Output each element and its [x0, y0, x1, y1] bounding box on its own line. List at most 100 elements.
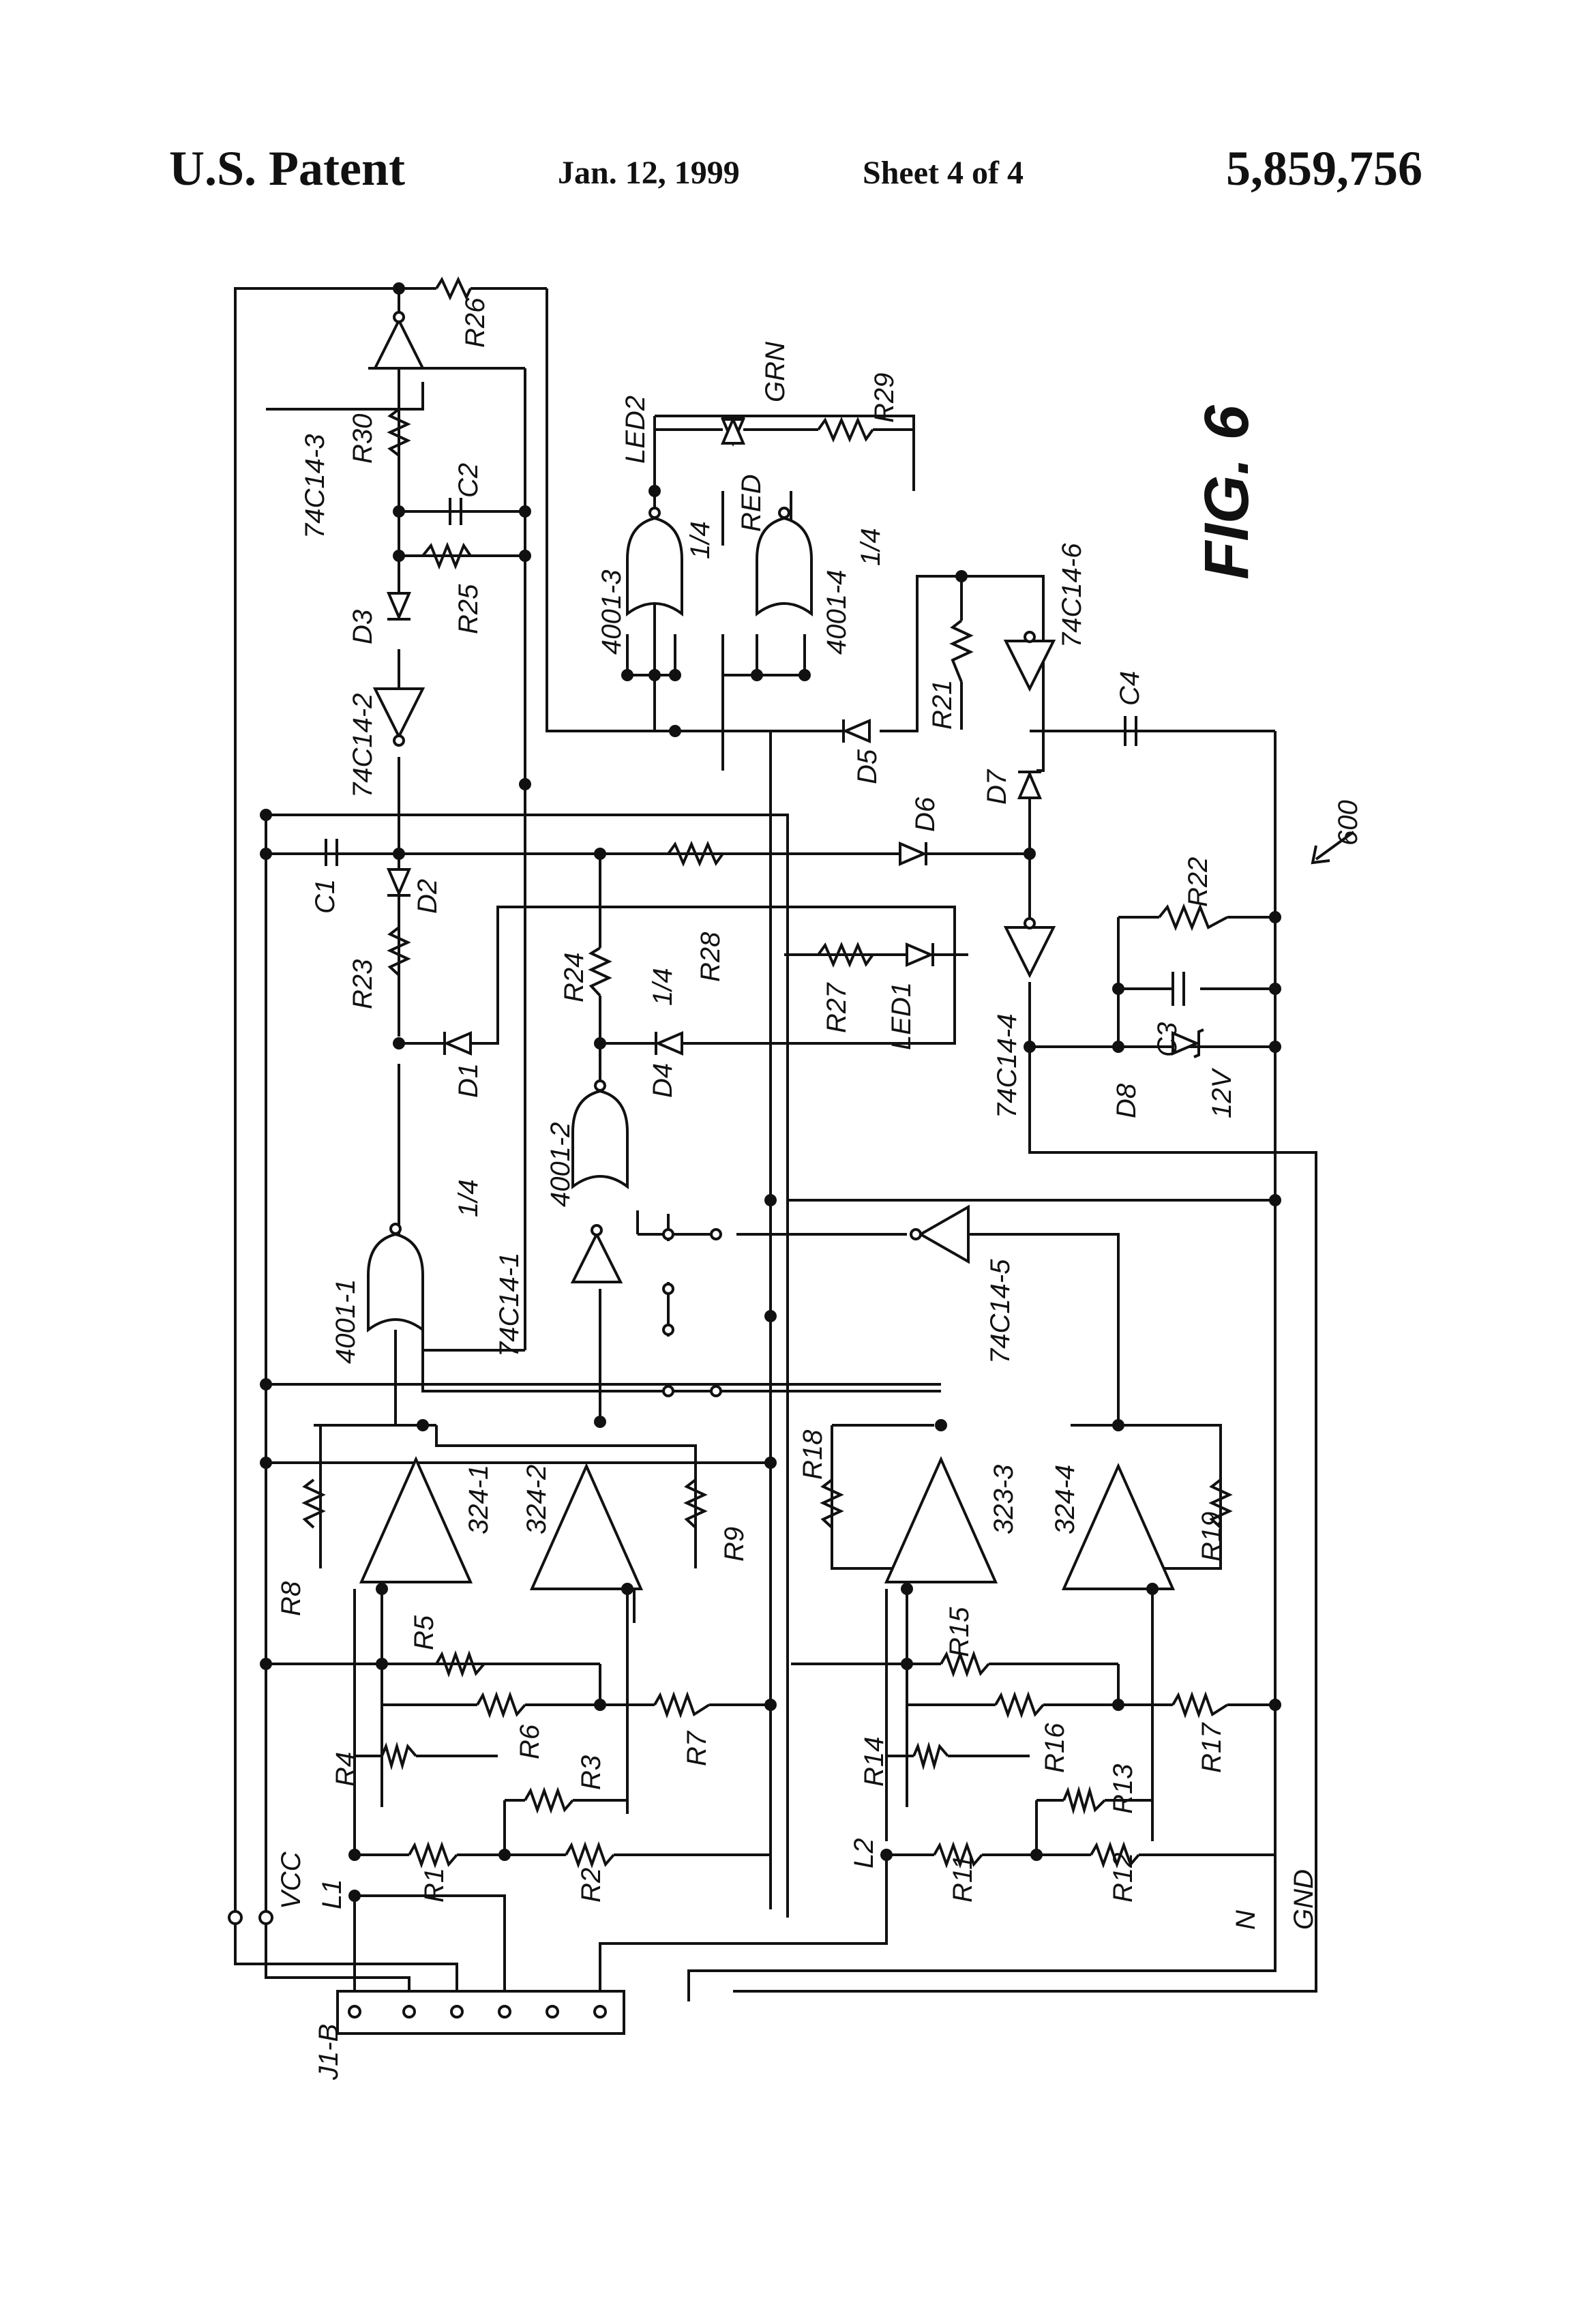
label-q2: 1/4 — [648, 968, 678, 1006]
label-d1: D1 — [453, 1063, 483, 1098]
label-j1-b: J1-B — [314, 2024, 344, 2081]
label-led1: LED1 — [886, 982, 916, 1050]
label-gnd: GND — [1289, 1869, 1319, 1930]
opamp-323-3 — [886, 1459, 996, 1582]
buffer-74c14-3 — [375, 312, 423, 368]
buffer-74c14-5 — [911, 1207, 968, 1262]
resistor-r7 — [655, 1695, 709, 1714]
label-r1: R1 — [419, 1868, 449, 1903]
label-324-4: 324-4 — [1050, 1465, 1080, 1534]
led2-diode — [721, 417, 745, 443]
label-r17: R17 — [1197, 1722, 1227, 1773]
buffer-74c14-4 — [1006, 919, 1054, 975]
capacitors — [326, 498, 1184, 1006]
label-324-1: 324-1 — [464, 1465, 494, 1534]
label-led2: LED2 — [621, 396, 651, 464]
label-r11: R11 — [948, 1855, 978, 1903]
diode-d3 — [387, 593, 411, 619]
connector-j1-b — [338, 1991, 624, 2034]
label-d6: D6 — [910, 796, 940, 832]
label-l1: L1 — [317, 1879, 347, 1910]
buffer-74c14-1 — [573, 1225, 621, 1282]
resistor-r16 — [996, 1695, 1043, 1714]
label-c4: C4 — [1115, 671, 1145, 706]
label-d2: D2 — [413, 879, 443, 914]
label-323-3: 323-3 — [989, 1465, 1019, 1534]
label-74c14-4: 74C14-4 — [992, 1014, 1022, 1118]
resistor-r1 — [409, 1845, 457, 1864]
label-r23: R23 — [348, 959, 378, 1009]
diode-d2 — [387, 869, 411, 895]
capacitor-c2 — [399, 498, 525, 525]
resistor-r13 — [1064, 1791, 1105, 1810]
label-r12: R12 — [1108, 1853, 1138, 1903]
resistor-r17 — [1173, 1695, 1227, 1714]
label-n: N — [1231, 1910, 1261, 1930]
resistor-r4 — [382, 1746, 416, 1766]
label-red: RED — [736, 475, 766, 532]
label-r14: R14 — [859, 1737, 889, 1787]
diode-d5 — [844, 719, 869, 743]
label-ref-600: 600 — [1333, 800, 1363, 846]
diode-d1 — [399, 1032, 471, 1055]
label-q1: 1/4 — [453, 1179, 483, 1217]
resistor-r2 — [566, 1845, 614, 1864]
diode-d6 — [900, 842, 1030, 865]
label-4001-3: 4001-3 — [597, 569, 627, 655]
resistor-r14 — [914, 1746, 948, 1766]
label-r27: R27 — [822, 982, 852, 1033]
led1-diode — [907, 943, 933, 966]
label-r2: R2 — [576, 1868, 606, 1903]
label-r19: R19 — [1197, 1512, 1227, 1562]
diode-d7 — [1018, 772, 1041, 798]
label-r3: R3 — [576, 1755, 606, 1790]
label-r7: R7 — [682, 1730, 712, 1766]
resistor-r24 — [591, 948, 609, 996]
switch-contacts — [229, 1230, 721, 1924]
label-r29: R29 — [869, 373, 899, 423]
label-r21: R21 — [927, 680, 957, 730]
buffer-74c14-6 — [1006, 632, 1054, 689]
label-r22: R22 — [1183, 857, 1213, 907]
label-l2: L2 — [849, 1838, 879, 1869]
nor-4001-2 — [573, 1081, 627, 1187]
resistor-r29 — [818, 420, 873, 439]
opamp-324-1 — [361, 1459, 471, 1582]
resistors — [305, 280, 1229, 1864]
label-r25: R25 — [453, 584, 483, 634]
opamp-324-4 — [1064, 1466, 1173, 1589]
label-d8: D8 — [1111, 1083, 1141, 1118]
resistor-r26 — [436, 280, 471, 297]
label-r18: R18 — [798, 1429, 828, 1480]
label-74c14-5: 74C14-5 — [985, 1259, 1015, 1364]
label-r24: R24 — [559, 953, 589, 1002]
label-r26: R26 — [460, 297, 490, 348]
label-d5: D5 — [852, 749, 882, 784]
label-c2: C2 — [453, 463, 483, 498]
figure-label: FIG. 6 — [1192, 405, 1262, 580]
label-r4: R4 — [331, 1752, 361, 1787]
label-r6: R6 — [515, 1724, 545, 1759]
label-12v: 12V — [1207, 1068, 1237, 1118]
label-r13: R13 — [1108, 1764, 1138, 1814]
diode-d4 — [656, 1032, 682, 1055]
label-q4: 1/4 — [856, 528, 886, 566]
nor-4001-3 — [627, 508, 682, 614]
label-vcc: VCC — [276, 1851, 306, 1909]
label-d7: D7 — [982, 769, 1012, 805]
buffer-74c14-2 — [375, 689, 423, 745]
resistor-r6 — [477, 1695, 525, 1714]
label-74c14-2: 74C14-2 — [348, 694, 378, 798]
label-r15: R15 — [944, 1607, 974, 1657]
label-74c14-6: 74C14-6 — [1057, 543, 1087, 648]
label-c1: C1 — [310, 879, 340, 914]
resistor-r22 — [1159, 907, 1227, 927]
label-grn: GRN — [760, 342, 790, 402]
label-r8: R8 — [276, 1581, 306, 1616]
nor-4001-1 — [368, 1224, 423, 1330]
label-r28: R28 — [696, 932, 726, 982]
label-74c14-1: 74C14-1 — [494, 1253, 524, 1357]
capacitor-c3 — [1173, 972, 1184, 1006]
label-r5: R5 — [409, 1615, 439, 1650]
